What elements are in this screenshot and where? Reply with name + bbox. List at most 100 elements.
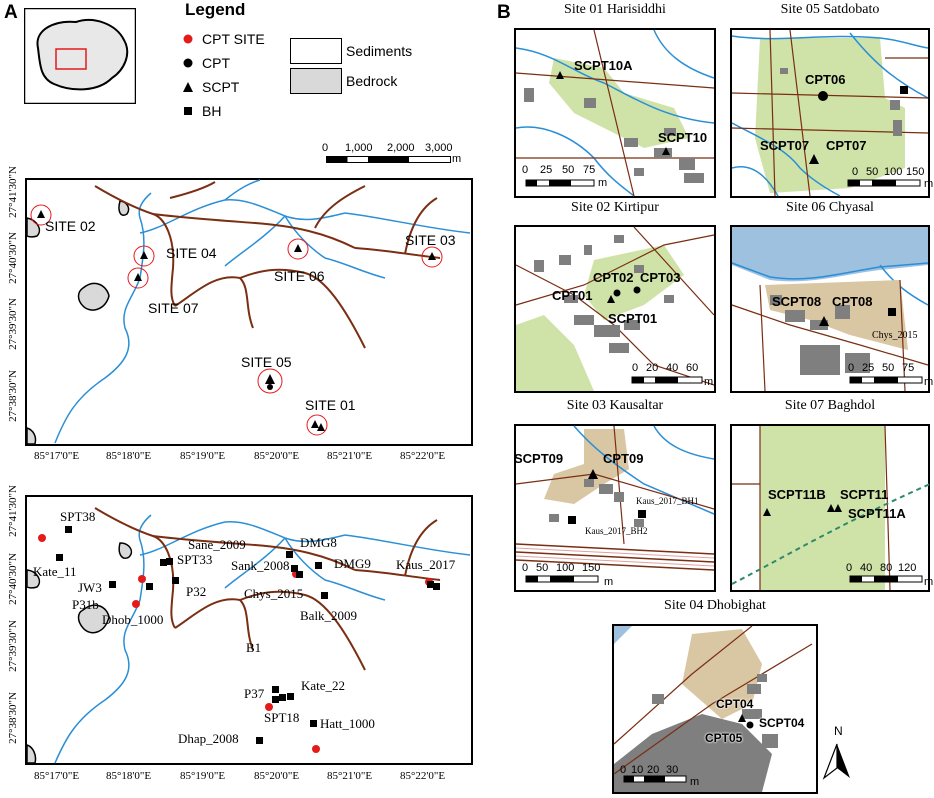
upper-map: [25, 178, 473, 446]
scale-tick: 0: [522, 562, 529, 574]
north-label: N: [834, 724, 843, 738]
scale-unit: m: [452, 153, 462, 165]
borehole-label: P37: [244, 686, 265, 701]
scale-tick: 0: [846, 562, 853, 574]
scale-tick: 75: [583, 164, 596, 176]
station-label: SCPT10: [658, 130, 708, 145]
scale-tick: 1,000: [345, 142, 373, 154]
borehole-label: Dhap_2008: [178, 731, 239, 746]
inset-title: Site 02 Kirtipur: [571, 200, 659, 215]
site-label: SITE 05: [241, 354, 292, 370]
inset-title: Site 01 Harisiddhi: [564, 2, 666, 17]
scale-unit: m: [598, 177, 608, 189]
locator-map: [24, 8, 136, 104]
scale-tick: 50: [562, 164, 575, 176]
scale-tick: 120: [898, 562, 917, 574]
scale-tick: 50: [536, 562, 549, 574]
inset-title: Site 04 Dhobighat: [664, 598, 766, 613]
borehole-label: Kate_11: [33, 564, 77, 579]
inset-map-site-04: [612, 624, 818, 794]
borehole-label: Sane_2009: [188, 537, 246, 552]
scale-unit: m: [704, 376, 714, 388]
site-label: SITE 07: [148, 300, 199, 316]
longitude-tick: 85°21'0"E: [327, 450, 373, 462]
station-label: SCPT07: [760, 138, 810, 153]
legend-title: Legend: [185, 0, 246, 19]
site-label: SITE 02: [45, 218, 96, 234]
north-arrow-icon: [822, 743, 850, 780]
inset-map-site-01: [514, 28, 716, 198]
lower-map: [25, 495, 473, 765]
site-label: SITE 06: [274, 268, 325, 284]
inset-title: Site 07 Baghdol: [784, 398, 876, 413]
scale-tick: 0: [848, 362, 855, 374]
longitude-tick: 85°21'0"E: [327, 770, 373, 782]
inset-title: Site 06 Chyasal: [786, 200, 874, 215]
legend-item-cpt: CPT: [180, 51, 265, 75]
scale-tick: 75: [902, 362, 915, 374]
site-label: SITE 04: [166, 245, 217, 261]
scale-unit: m: [690, 776, 700, 788]
legend-item-bh: BH: [180, 99, 265, 123]
station-label: SCPT09: [514, 451, 564, 466]
station-label: Kaus_2017_BH2: [585, 526, 648, 536]
borehole-label: SPT38: [60, 509, 96, 524]
station-label: CPT06: [805, 72, 846, 87]
longitude-tick: 85°19'0"E: [180, 770, 226, 782]
borehole-label: Dhob_1000: [102, 612, 164, 627]
longitude-tick: 85°22'0"E: [400, 450, 446, 462]
scale-tick: 2,000: [387, 142, 415, 154]
scale-tick: 0: [322, 142, 329, 154]
inset-map-site-03: [514, 424, 716, 592]
borehole-label: SPT33: [177, 552, 213, 567]
station-label: CPT05: [705, 731, 743, 745]
station-label: SCPT11: [840, 487, 889, 502]
borehole-label: Kaus_2017: [396, 557, 456, 572]
scale-unit: m: [604, 576, 614, 588]
inset-map-site-05: [730, 28, 930, 198]
scale-tick: 40: [860, 562, 873, 574]
scale-tick: 0: [620, 764, 627, 776]
inset-map-site-06: [730, 225, 930, 393]
legend-item-label: SCPT: [202, 79, 240, 95]
station-label: CPT07: [826, 138, 867, 153]
black-circle-icon: [183, 58, 193, 68]
station-label: SCPT04: [759, 716, 805, 730]
borehole-label: P31b: [72, 597, 99, 612]
scale-tick: 20: [646, 362, 659, 374]
longitude-tick: 85°17'0"E: [34, 770, 80, 782]
borehole-label: P32: [186, 584, 207, 599]
station-label: CPT01: [552, 288, 593, 303]
scale-tick: 25: [862, 362, 875, 374]
longitude-tick: 85°17'0"E: [34, 450, 80, 462]
scale-tick: 150: [906, 166, 925, 178]
legend-item-label: CPT SITE: [202, 31, 265, 47]
inset-map-site-07: [730, 424, 930, 592]
inset-title: Site 05 Satdobato: [780, 2, 880, 17]
scale-tick: 10: [631, 764, 644, 776]
panel-a-label: A: [4, 2, 18, 23]
scale-unit: m: [924, 178, 934, 190]
scale-bar: [326, 156, 451, 163]
scale-tick: 20: [647, 764, 660, 776]
legend-area-label: Bedrock: [346, 73, 398, 89]
site-label: SITE 03: [405, 232, 456, 248]
scale-tick: 60: [686, 362, 699, 374]
latitude-tick: 27°41'30"N: [7, 166, 19, 218]
scale-tick: 25: [540, 164, 553, 176]
station-label: CPT04: [716, 697, 754, 711]
legend-swatch-sediments: [290, 38, 342, 64]
longitude-tick: 85°18'0"E: [106, 770, 152, 782]
longitude-tick: 85°22'0"E: [400, 770, 446, 782]
legend-symbols: CPT SITE CPT SCPT BH: [180, 27, 265, 123]
scale-tick: 100: [884, 166, 903, 178]
black-triangle-icon: [183, 82, 193, 92]
longitude-tick: 85°19'0"E: [180, 450, 226, 462]
legend-item-cpt-site: CPT SITE: [180, 27, 265, 51]
inset-title: Site 03 Kausaltar: [566, 398, 664, 413]
latitude-tick: 27°38'30"N: [7, 370, 19, 422]
inset-map-site-02: [514, 225, 716, 393]
borehole-label: B1: [246, 640, 262, 655]
longitude-tick: 85°20'0"E: [254, 450, 300, 462]
borehole-label: SPT18: [264, 710, 300, 725]
